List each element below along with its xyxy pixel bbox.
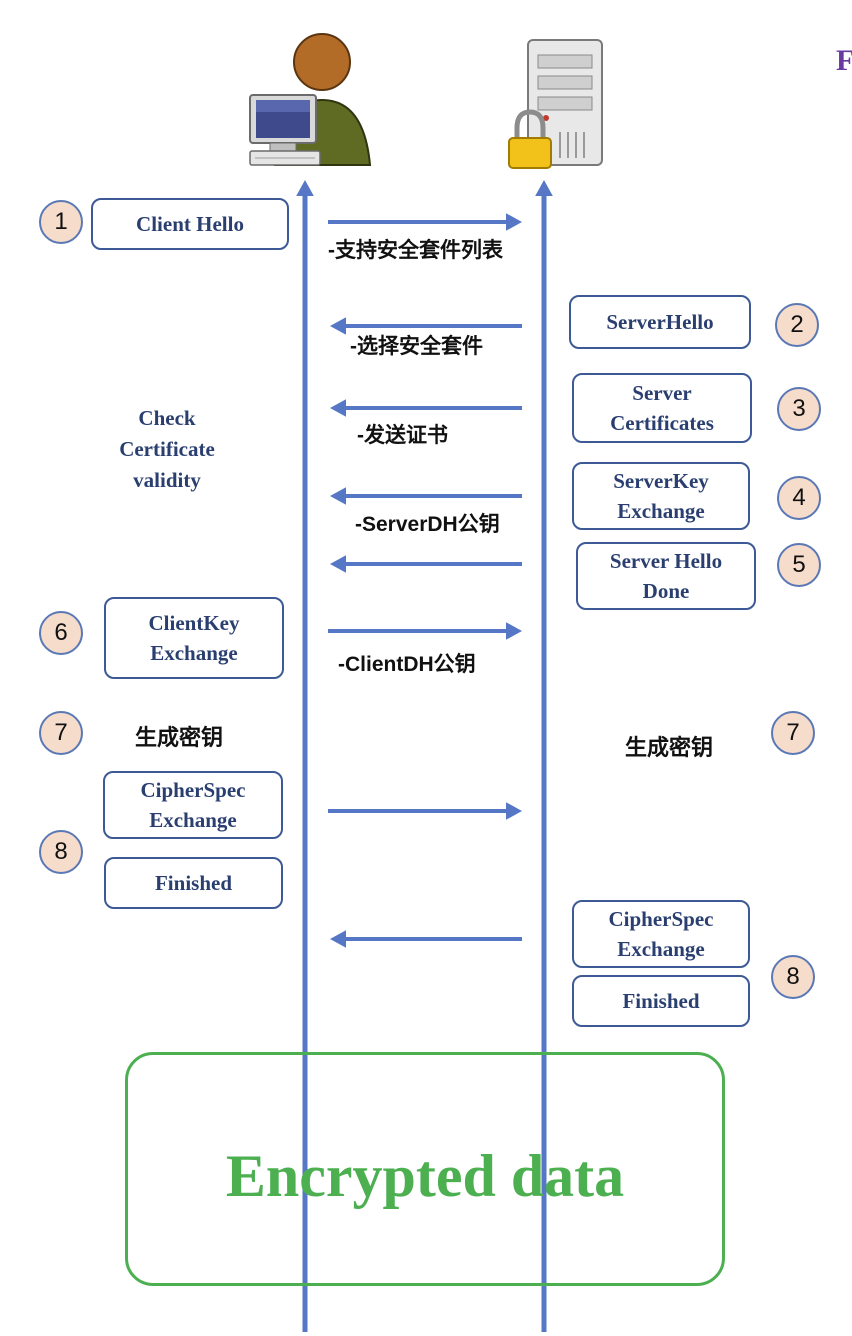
client-hello-box: Client Hello (91, 198, 289, 250)
title-fragment: F (836, 44, 852, 77)
locked-server-icon (508, 39, 603, 169)
arrow-server-hello-done (330, 555, 522, 573)
arrow-server-key-exchange (330, 487, 522, 505)
step-4-marker: 4 (777, 476, 821, 520)
arrow-server-cipher-spec (330, 930, 522, 948)
arrow-client-cipher-spec (328, 802, 522, 820)
encrypted-data-box (125, 1052, 725, 1286)
arrow-label-cipher-suite-list: -支持安全套件列表 (328, 239, 503, 262)
client-lifeline (296, 180, 314, 1332)
client-generate-key-label: 生成密钥 (135, 725, 224, 750)
arrow-label-client-dh-key: -ClientDH公钥 (338, 653, 476, 676)
arrow-label-server-dh-key: -ServerDH公钥 (355, 513, 500, 536)
step-5-marker: 5 (777, 543, 821, 587)
server-generate-key-label: 生成密钥 (625, 735, 714, 760)
arrow-client-key-exchange (328, 622, 522, 640)
server-cipher-spec-box: CipherSpec Exchange (572, 900, 750, 968)
step-1-marker: 1 (39, 200, 83, 244)
encrypted-data-label: Encrypted data (225, 1143, 625, 1209)
client-user-computer-icon (249, 33, 372, 166)
server-hello-box: ServerHello (569, 295, 751, 349)
step-2-marker: 2 (775, 303, 819, 347)
arrow-client-hello (328, 213, 522, 231)
arrow-server-hello (330, 317, 522, 335)
step-6-marker: 6 (39, 611, 83, 655)
arrow-label-select-cipher-suite: -选择安全套件 (350, 335, 483, 358)
client-finished-box: Finished (104, 857, 283, 909)
step-3-marker: 3 (777, 387, 821, 431)
client-key-exchange-box: ClientKey Exchange (104, 597, 284, 679)
client-cipher-spec-box: CipherSpec Exchange (103, 771, 283, 839)
server-certificates-box: Server Certificates (572, 373, 752, 443)
check-certificate-note: Check Certificate validity (119, 406, 215, 492)
server-lifeline (535, 180, 553, 1332)
server-key-exchange-box: ServerKey Exchange (572, 462, 750, 530)
step-7-client-marker: 7 (39, 711, 83, 755)
step-7-server-marker: 7 (771, 711, 815, 755)
server-hello-done-box: Server Hello Done (576, 542, 756, 610)
arrow-server-certificates (330, 399, 522, 417)
arrow-label-send-certificate: -发送证书 (357, 424, 448, 447)
step-8-server-marker: 8 (771, 955, 815, 999)
step-8-client-marker: 8 (39, 830, 83, 874)
server-finished-box: Finished (572, 975, 750, 1027)
